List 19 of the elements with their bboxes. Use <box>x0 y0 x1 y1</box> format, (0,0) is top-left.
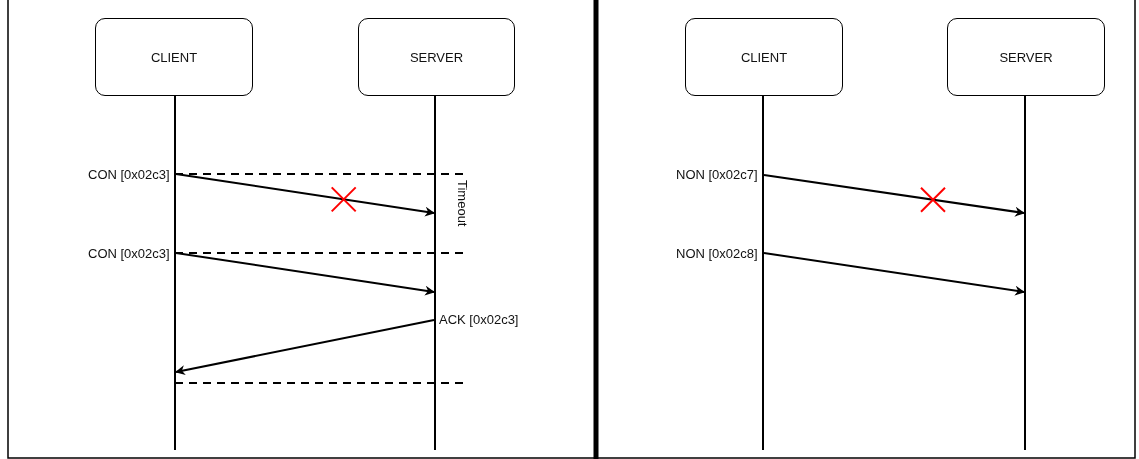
message-arrow <box>763 174 1025 217</box>
lifeline <box>1024 96 1026 450</box>
message-arrow <box>763 252 1025 296</box>
participant-box: SERVER <box>358 18 515 96</box>
lifeline <box>434 96 436 450</box>
message-label: ACK [0x02c3] <box>437 312 521 328</box>
message-label: NON [0x02c8] <box>674 246 760 262</box>
message-arrow <box>175 319 435 376</box>
lifeline <box>762 96 764 450</box>
participant-box: SERVER <box>947 18 1105 96</box>
message-arrow <box>175 173 435 217</box>
message-label: CON [0x02c3] <box>86 167 172 183</box>
message-label: NON [0x02c7] <box>674 167 760 183</box>
participant-box: CLIENT <box>95 18 253 96</box>
message-arrow <box>175 252 435 296</box>
lifeline <box>174 96 176 450</box>
message-label: CON [0x02c3] <box>86 246 172 262</box>
participant-box: CLIENT <box>685 18 843 96</box>
timeout-label: Timeout <box>454 180 470 227</box>
